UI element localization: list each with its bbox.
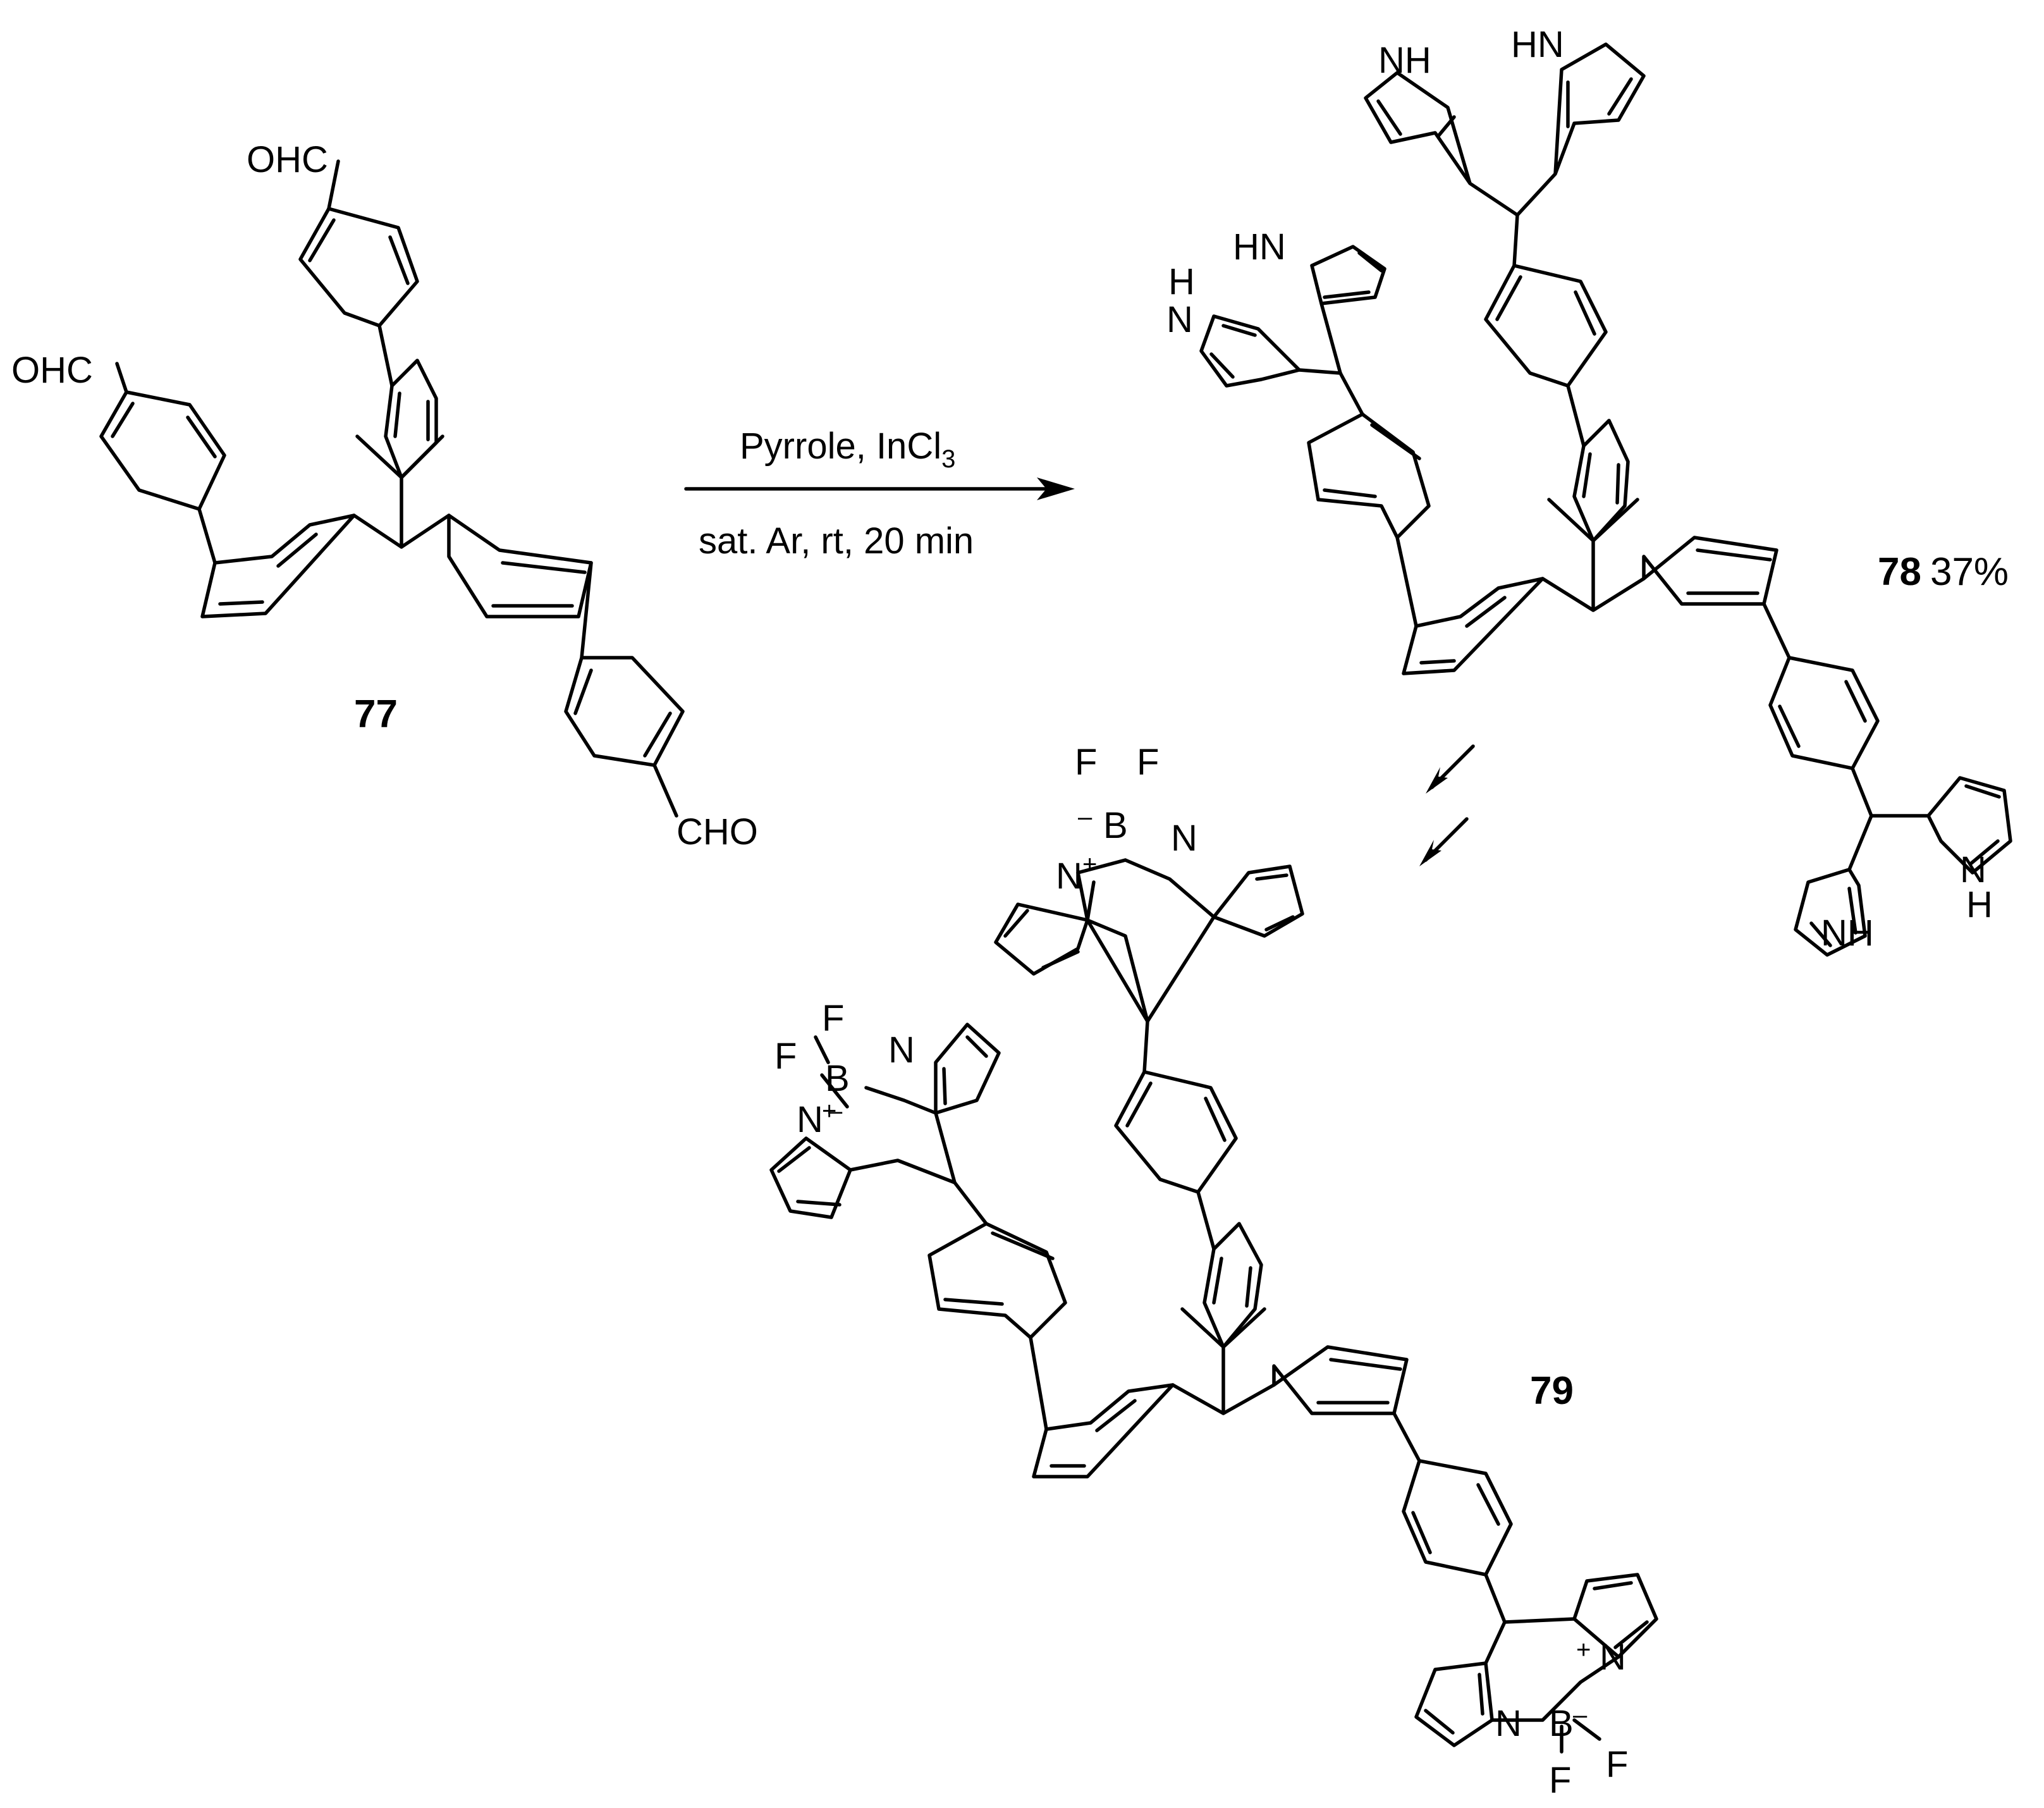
compound-79-bottom-n-left: N [1495,1703,1522,1744]
compound-79-top-f1: F [1075,742,1097,783]
compound-79-bottom-b-charge: – [1573,1701,1588,1729]
compound-79-left-n-left: N [797,1099,823,1140]
compound-79-left-b: B [825,1058,850,1099]
compound-79-label: 79 [1530,1369,1574,1413]
reaction-arrow [684,477,1075,500]
compound-79-bottom-f1: F [1549,1760,1571,1801]
compound-79-top-f2: F [1137,742,1159,783]
compound-78-h-left: H [1168,261,1195,302]
compound-79-top-b: B [1103,805,1128,846]
compound-78-nh-bottom: NH [1821,913,1874,954]
compound-77-aldehyde-right: CHO [676,811,758,852]
compound-78-n-right: N [1960,849,1986,890]
compound-77-aldehyde-left: OHC [11,350,93,391]
compound-79-left-n-right: N [888,1030,915,1071]
compound-79-structure [769,858,1658,1754]
compound-78-yield: 37% [1930,550,2009,594]
compound-79-bottom-b: B [1549,1703,1574,1744]
compound-78-hn-left: HN [1233,226,1286,268]
reaction-reagents: Pyrrole, InCl3 [740,426,955,473]
reaction-conditions: sat. Ar, rt, 20 min [699,520,974,562]
compound-77-aldehyde-top: OHC [247,139,328,180]
compound-79-left-n-charge: + [822,1097,836,1125]
compound-79-bottom-f2: F [1606,1744,1628,1785]
multistep-arrows [1419,744,1475,866]
compound-78-nh-top-left: NH [1378,40,1431,81]
compound-79-left-f1: F [822,998,844,1039]
compound-78-h-right: H [1966,884,1993,925]
compound-77-label: 77 [354,692,398,736]
compound-78-structure [1199,42,2012,957]
compound-79-left-f2: F [774,1036,797,1077]
compound-79-top-n-right: N [1171,818,1197,859]
compound-77-structure [99,159,685,818]
compound-79-bottom-n-right: N [1600,1637,1626,1678]
compound-79-top-n-left: N [1056,856,1082,897]
compound-79-bottom-n-charge: + [1576,1636,1591,1664]
compound-78-label: 78 [1878,550,1921,594]
compound-78-n-left: N [1166,299,1193,340]
compound-78-hn-top-right: HN [1511,24,1564,65]
compound-79-top-b-charge: – [1078,803,1092,831]
compound-79-left-b-charge: – [828,1097,843,1125]
compound-79-top-n-charge: + [1082,851,1097,878]
